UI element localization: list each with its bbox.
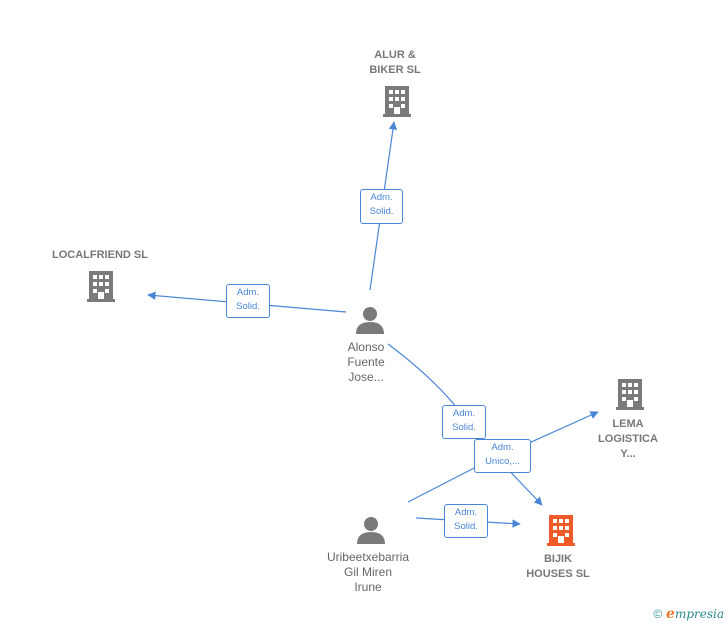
company-lema-icon[interactable]	[616, 379, 644, 410]
brand-footer: © empresia	[653, 606, 724, 622]
company-localfriend-label[interactable]: LOCALFRIEND SL	[52, 249, 148, 261]
empresia-logo-text: mpresia	[674, 607, 724, 621]
company-lema-label[interactable]: LEMA LOGISTICA Y...	[598, 418, 658, 460]
person-uribe-label[interactable]: Uribeetxebarria Gil Miren Irune	[326, 550, 410, 594]
edge-badge-uribe-bijik[interactable]: Adm. Solid.	[444, 504, 488, 538]
company-alur-label[interactable]: ALUR & BIKER SL	[369, 49, 421, 76]
copyright-symbol: ©	[653, 607, 663, 621]
company-bijik-label[interactable]: BIJIK HOUSES SL	[526, 553, 590, 580]
person-alonso-icon[interactable]	[356, 307, 384, 334]
edge-badge-alonso-alur[interactable]: Adm. Solid.	[360, 189, 403, 224]
edge-badge-alonso-localfriend[interactable]: Adm. Solid.	[226, 284, 270, 318]
company-bijik-icon[interactable]	[547, 515, 575, 546]
company-alur-icon[interactable]	[383, 86, 411, 117]
edge-badge-uribe-lema[interactable]: Adm. Unico,...	[474, 439, 531, 473]
person-alonso-label[interactable]: Alonso Fuente Jose...	[347, 340, 385, 384]
empresia-logo-e: e	[666, 606, 675, 622]
person-uribe-icon[interactable]	[357, 517, 385, 544]
company-localfriend-icon[interactable]	[87, 271, 115, 302]
edge-badge-alonso-bijik[interactable]: Adm. Solid.	[442, 405, 486, 439]
